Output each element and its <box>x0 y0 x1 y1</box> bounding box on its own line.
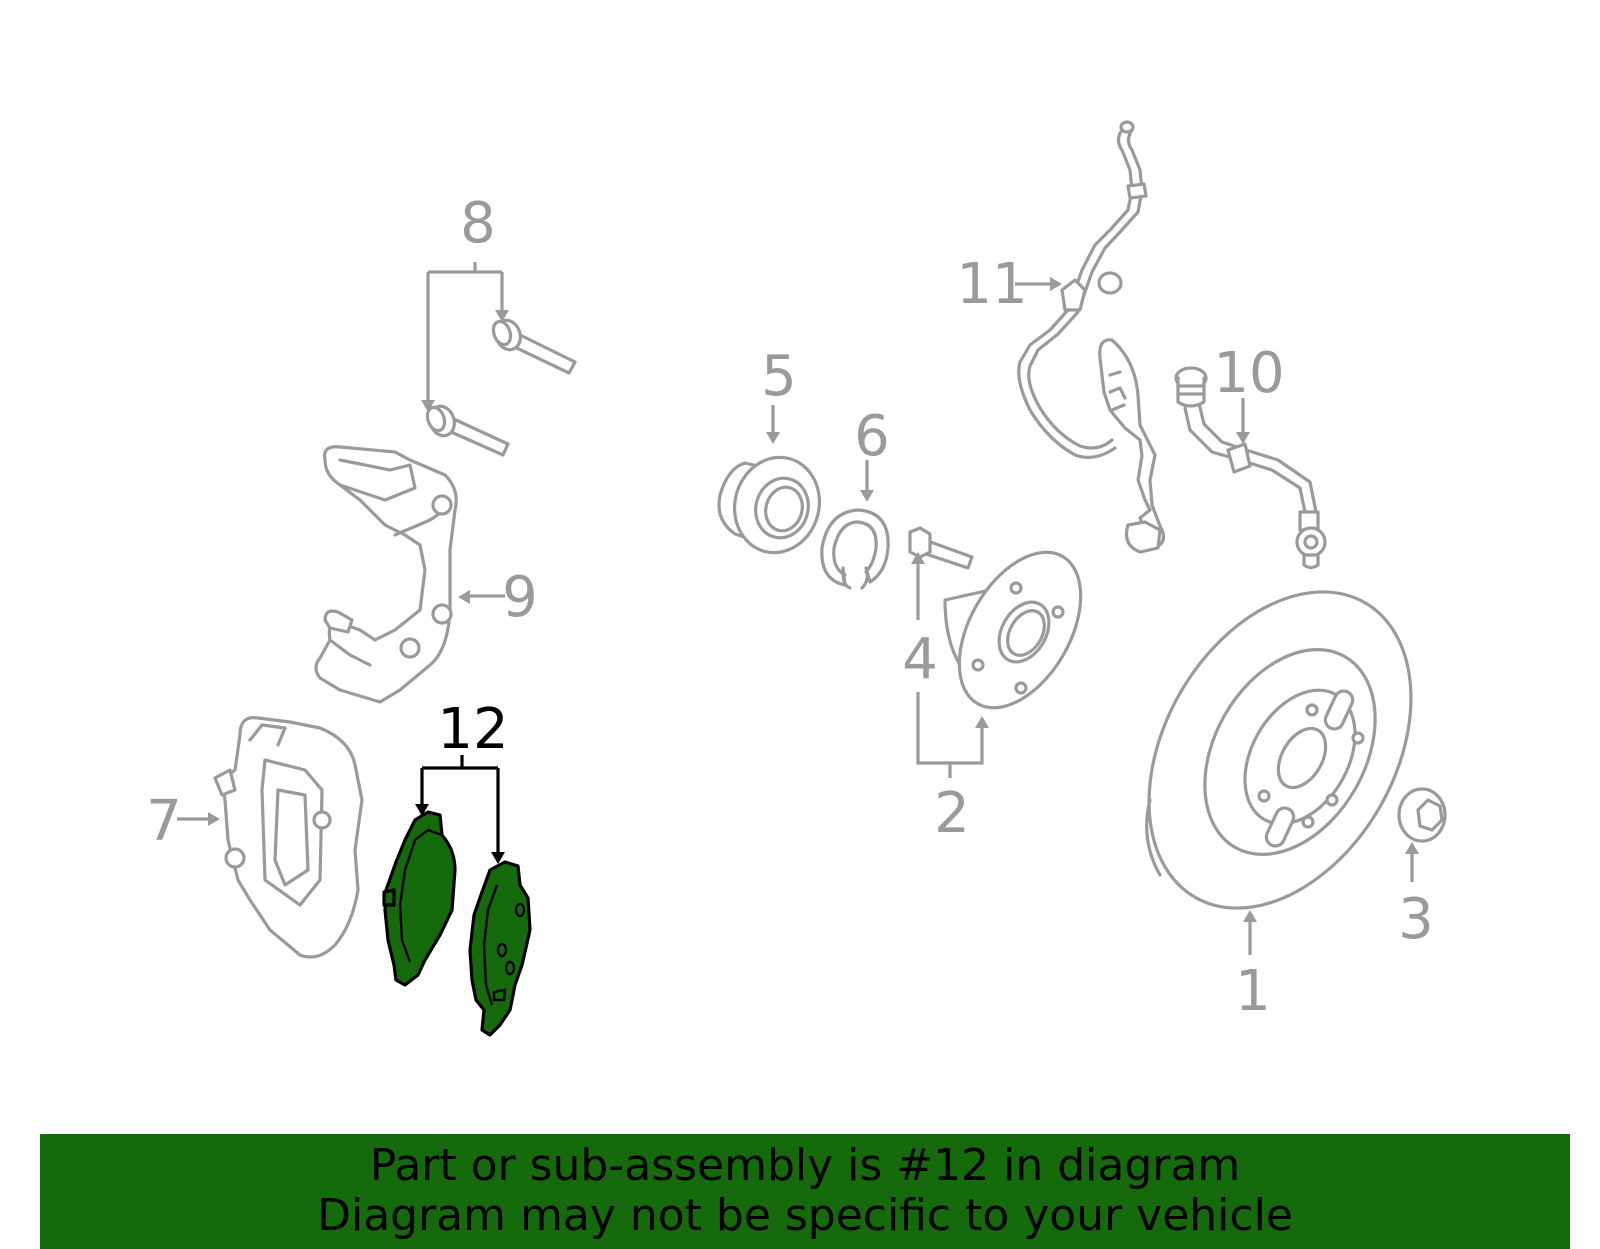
callout-2: 2 <box>934 781 970 846</box>
part-2-hub: 2 <box>916 550 1083 846</box>
callout-9: 9 <box>502 565 538 630</box>
callout-11: 11 <box>956 252 1027 317</box>
part-9-caliper-bracket: 9 <box>314 445 538 704</box>
part-8-bolts: 8 <box>421 191 577 457</box>
banner-line-disclaimer: Diagram may not be specific to your vehi… <box>317 1190 1293 1241</box>
part-5-bearing: 5 <box>717 344 822 555</box>
part-6-snap-ring: 6 <box>820 404 890 590</box>
part-4-hub-bolt: 4 <box>902 526 974 692</box>
part-11-abs-sensor: 11 <box>956 120 1166 554</box>
brake-pad-inner <box>382 810 457 987</box>
part-3-nut: 3 <box>1397 787 1447 952</box>
banner-line-part: Part or sub-assembly is #12 in diagram <box>369 1140 1241 1191</box>
part-10-brake-hose: 10 <box>1174 341 1327 570</box>
info-banner: Part or sub-assembly is #12 in diagram D… <box>40 1134 1570 1249</box>
bolt-upper <box>491 318 577 375</box>
callout-1: 1 <box>1235 959 1271 1024</box>
part-1-rotor: 1 <box>1145 590 1413 1024</box>
callout-8: 8 <box>460 191 496 256</box>
callout-7: 7 <box>146 789 182 854</box>
part-7-caliper: 7 <box>146 716 364 959</box>
callout-10: 10 <box>1213 341 1284 406</box>
callout-5: 5 <box>761 344 797 409</box>
brake-pad-outer <box>468 860 532 1037</box>
part-12-brake-pads: 12 <box>382 697 532 1037</box>
callout-4: 4 <box>902 627 938 692</box>
callout-12: 12 <box>437 697 508 762</box>
callout-3: 3 <box>1398 887 1434 952</box>
callout-6: 6 <box>854 404 890 469</box>
bolt-lower <box>425 404 510 457</box>
